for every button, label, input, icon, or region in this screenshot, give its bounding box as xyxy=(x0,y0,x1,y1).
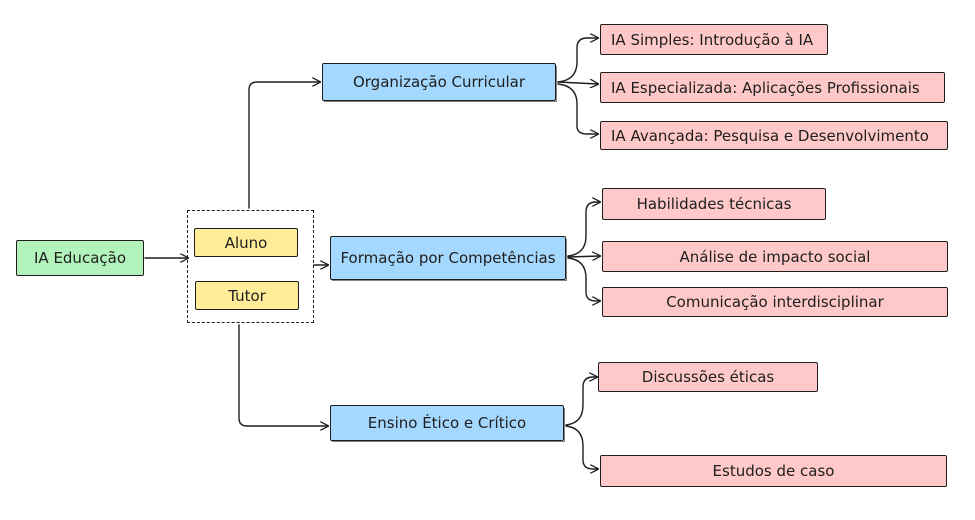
leaf-label: IA Simples: Introdução à IA xyxy=(611,30,814,49)
leaf-node-ia-especializada[interactable]: IA Especializada: Aplicações Profissiona… xyxy=(600,72,945,103)
branch-node-formacao[interactable]: Formação por Competências xyxy=(330,236,566,280)
arrow-agents-to-ensino xyxy=(238,324,328,426)
leaf-label: Estudos de caso xyxy=(712,462,835,480)
branch-node-ensino[interactable]: Ensino Ético e Crítico xyxy=(330,405,564,441)
leaf-label: IA Especializada: Aplicações Profissiona… xyxy=(611,78,920,97)
agent-label-tutor: Tutor xyxy=(228,286,266,305)
arrow-ensino-to-child-2 xyxy=(565,425,598,469)
branch-label-organizacao: Organização Curricular xyxy=(352,73,526,91)
leaf-node-comunicacao[interactable]: Comunicação interdisciplinar xyxy=(602,287,948,317)
branch-label-formacao: Formação por Competências xyxy=(340,249,556,267)
arrow-formacao-to-child-3 xyxy=(567,257,600,301)
arrow-ensino-to-child-1 xyxy=(565,377,597,426)
arrow-organizacao-to-child-2 xyxy=(557,82,598,84)
arrow-formacao-to-child-1 xyxy=(567,202,600,257)
arrow-organizacao-to-child-1 xyxy=(557,38,598,83)
agent-node-tutor[interactable]: Tutor xyxy=(195,281,299,310)
root-node[interactable]: IA Educação xyxy=(16,240,144,276)
leaf-node-discussoes-eticas[interactable]: Discussões éticas xyxy=(598,362,818,392)
arrow-organizacao-to-child-3 xyxy=(557,83,598,134)
arrow-formacao-to-child-2 xyxy=(567,256,600,257)
arrow-agents-to-organizacao xyxy=(248,82,320,209)
leaf-node-habilidades-tecnicas[interactable]: Habilidades técnicas xyxy=(602,188,826,220)
leaf-node-ia-simples[interactable]: IA Simples: Introdução à IA xyxy=(600,24,828,55)
agent-label-aluno: Aluno xyxy=(224,233,268,252)
root-label: IA Educação xyxy=(33,249,126,267)
leaf-label: Habilidades técnicas xyxy=(636,195,792,213)
branch-label-ensino: Ensino Ético e Crítico xyxy=(367,414,527,432)
leaf-label: Análise de impacto social xyxy=(679,247,871,266)
leaf-label: Comunicação interdisciplinar xyxy=(666,293,884,311)
leaf-node-estudos-de-caso[interactable]: Estudos de caso xyxy=(600,455,947,487)
leaf-node-analise-impacto[interactable]: Análise de impacto social xyxy=(602,241,948,272)
branch-node-organizacao[interactable]: Organização Curricular xyxy=(322,63,556,101)
agent-node-aluno[interactable]: Aluno xyxy=(194,228,298,257)
leaf-label: IA Avançada: Pesquisa e Desenvolvimento xyxy=(611,126,929,145)
leaf-label: Discussões éticas xyxy=(641,368,775,386)
agent-group xyxy=(187,210,314,323)
leaf-node-ia-avancada[interactable]: IA Avançada: Pesquisa e Desenvolvimento xyxy=(600,121,948,150)
